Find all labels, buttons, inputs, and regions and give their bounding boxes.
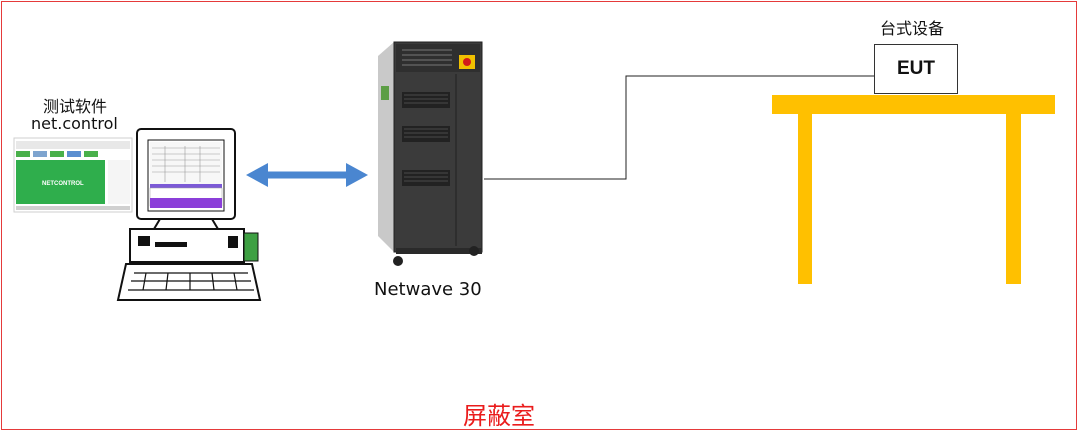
room-label: 屏蔽室 bbox=[463, 402, 535, 430]
bidirectional-arrow-icon bbox=[246, 163, 368, 187]
software-label-line1: 测试软件 bbox=[43, 97, 108, 116]
screen-brand-text: NETCONTROL bbox=[42, 181, 84, 187]
computer-icon bbox=[116, 128, 262, 301]
device-label: Netwave 30 bbox=[374, 279, 482, 300]
table-icon bbox=[772, 95, 1055, 284]
software-label-line2: net.control bbox=[31, 114, 118, 133]
software-screen-icon: NETCONTROL bbox=[13, 137, 133, 213]
eut-box: EUT bbox=[874, 44, 958, 94]
netwave-cabinet-icon bbox=[378, 41, 483, 266]
connection-cable bbox=[484, 75, 874, 180]
eut-title: 台式设备 bbox=[880, 19, 945, 38]
